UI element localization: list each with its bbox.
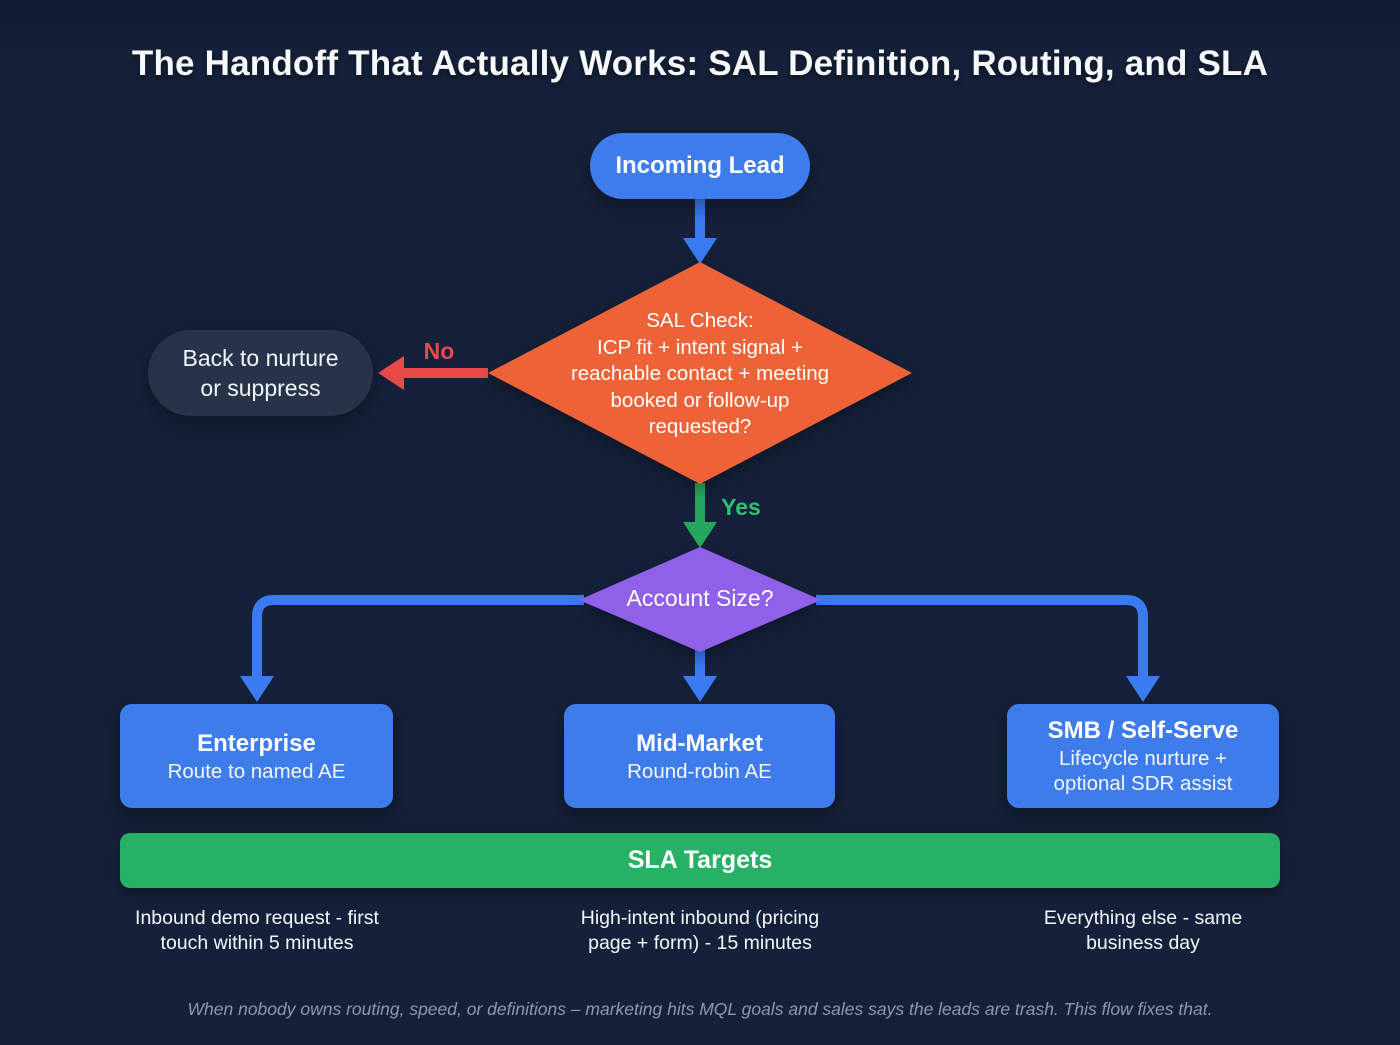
sla-targets-header: SLA Targets <box>627 846 773 874</box>
arrowhead-incoming-to-salcheck <box>683 238 717 264</box>
node-smb-self-serve: SMB / Self-Serve Lifecycle nurture + opt… <box>1007 704 1279 808</box>
edge-label-yes: Yes <box>721 494 761 520</box>
edge-accountsize-to-enterprise <box>252 595 584 678</box>
node-mid-market: Mid-Market Round-robin AE <box>564 704 835 808</box>
back-to-nurture-label: Back to nurture or suppress <box>182 345 339 401</box>
node-incoming-lead: Incoming Lead <box>590 133 810 199</box>
smb-subtitle: Lifecycle nurture + optional SDR assist <box>1053 747 1233 795</box>
enterprise-subtitle: Route to named AE <box>167 759 346 783</box>
sal-check-label: SAL Check: ICP fit + intent signal + rea… <box>570 309 830 438</box>
mid-market-subtitle: Round-robin AE <box>627 759 772 783</box>
edge-accountsize-to-smb <box>816 595 1148 678</box>
page-title: The Handoff That Actually Works: SAL Def… <box>131 44 1269 83</box>
node-back-to-nurture: Back to nurture or suppress <box>148 330 373 416</box>
sla-targets-bar: SLA Targets <box>120 833 1280 888</box>
arrowhead-salcheck-to-nurture <box>378 356 404 390</box>
arrowhead-accountsize-to-smb <box>1126 676 1160 702</box>
enterprise-title: Enterprise <box>197 729 316 757</box>
smb-title: SMB / Self-Serve <box>1047 717 1239 744</box>
arrowhead-accountsize-to-enterprise <box>240 676 274 702</box>
sla-target-enterprise: Inbound demo request - first touch withi… <box>135 907 379 954</box>
sla-target-mid-market: High-intent inbound (pricing page + form… <box>580 907 820 954</box>
edge-label-no: No <box>423 338 455 364</box>
node-enterprise: Enterprise Route to named AE <box>120 704 393 808</box>
incoming-lead-label: Incoming Lead <box>615 152 785 179</box>
arrowhead-accountsize-to-midmarket <box>683 676 717 702</box>
footer-note: When nobody owns routing, speed, or defi… <box>187 999 1213 1019</box>
account-size-label: Account Size? <box>626 585 774 611</box>
arrowhead-salcheck-to-accountsize <box>683 522 717 548</box>
sla-target-smb: Everything else - same business day <box>1043 907 1243 954</box>
mid-market-title: Mid-Market <box>636 729 763 757</box>
